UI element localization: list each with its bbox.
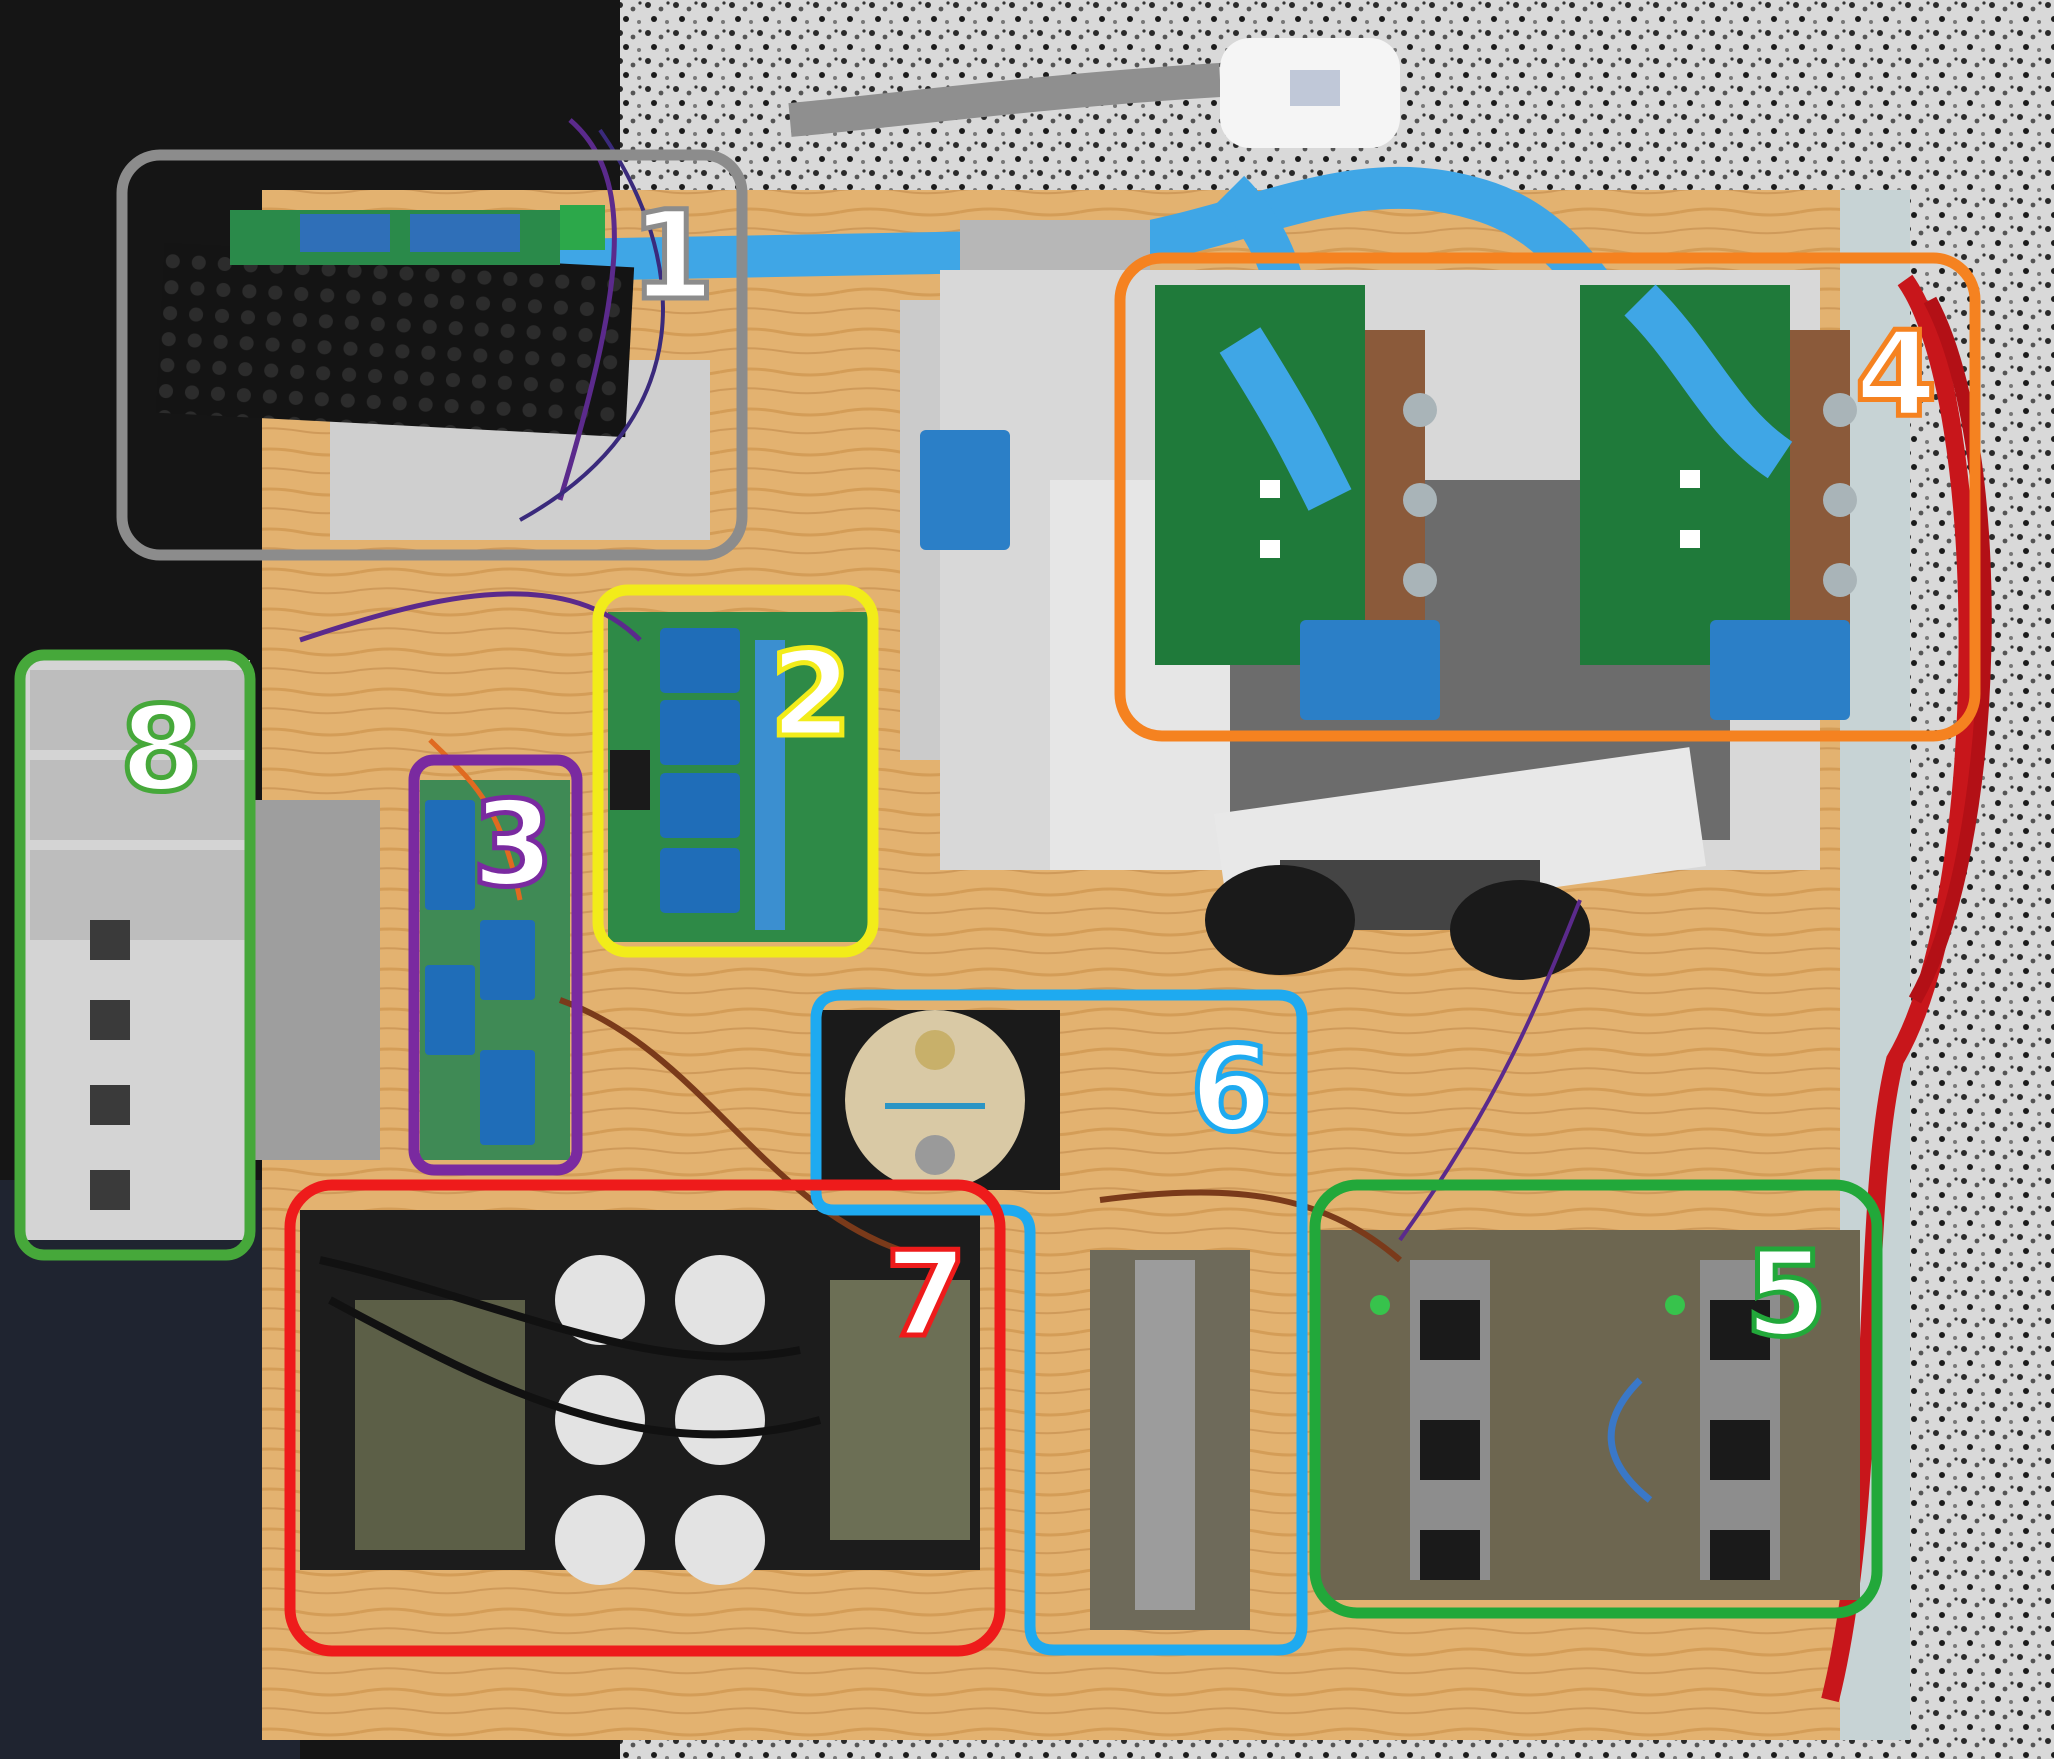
region-1-outline (116, 149, 748, 561)
filter-inductors (300, 1210, 980, 1585)
dc-capacitor (820, 1010, 1250, 1630)
sensor-boards (1320, 1230, 1860, 1600)
relay-board (608, 612, 868, 942)
region-5-label: 5 (1742, 1225, 1829, 1363)
region-8-outline (14, 649, 256, 1261)
region-3-label: 3 (469, 775, 556, 913)
region-1-label: 1 (628, 185, 718, 327)
region-2-outline (592, 584, 879, 958)
driver-board (420, 738, 570, 1160)
region-7-label: 7 (882, 1225, 969, 1363)
circuit-breakers (25, 660, 380, 1240)
region-3-outline (408, 754, 583, 1176)
region-5-outline (1309, 1179, 1883, 1619)
inverter-modules (1155, 284, 1857, 720)
region-6-outline (810, 989, 1308, 1656)
region-2-label: 2 (767, 625, 854, 763)
region-7-outline (284, 1179, 1006, 1657)
region-8-label: 8 (117, 680, 204, 818)
control-board (155, 118, 710, 540)
region-4-label: 4 (1852, 305, 1939, 443)
region-4-outline (1114, 252, 1981, 742)
region-6-label: 6 (1187, 1020, 1274, 1158)
